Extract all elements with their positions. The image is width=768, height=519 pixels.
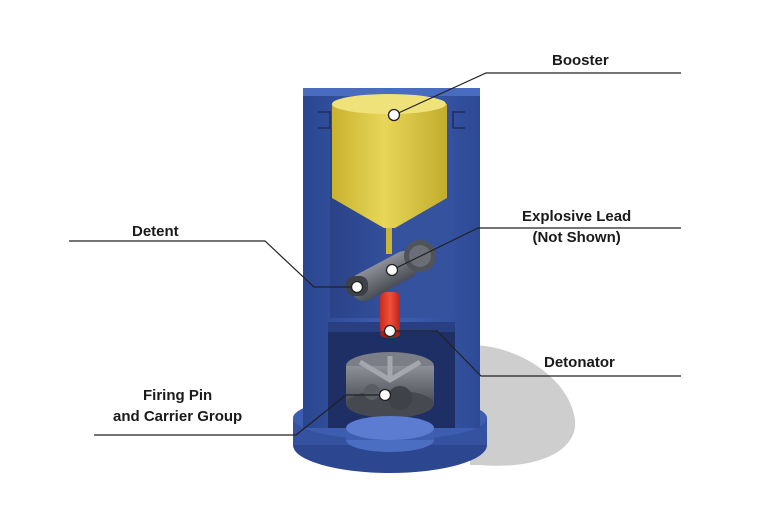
detent-rotor bbox=[346, 240, 436, 302]
detonator-label-text: Detonator bbox=[544, 354, 615, 371]
firing-pin-label: Firing Pin and Carrier Group bbox=[113, 385, 242, 427]
firing-pin-label-line2: and Carrier Group bbox=[113, 408, 243, 425]
ground-shadow bbox=[470, 345, 576, 466]
detent-label-text: Detent bbox=[132, 223, 179, 240]
leader-markers bbox=[350, 108, 401, 402]
firing-pin-carrier bbox=[346, 352, 434, 418]
detent-label: Detent bbox=[132, 221, 179, 242]
explosive-lead-label: Explosive Lead (Not Shown) bbox=[522, 206, 631, 248]
booster-label-text: Booster bbox=[552, 52, 609, 69]
booster-label: Booster bbox=[552, 50, 609, 71]
firing-pin-label-line1: Firing Pin bbox=[143, 387, 213, 404]
detent-leader-line bbox=[69, 240, 357, 288]
detonator-marker bbox=[383, 324, 397, 338]
booster-cone bbox=[332, 198, 447, 228]
firing-pin-leader-line bbox=[94, 394, 385, 436]
explosive-lead-leader-line bbox=[391, 227, 681, 271]
leader-lines bbox=[69, 72, 681, 436]
explosive-lead-label-line2: (Not Shown) bbox=[532, 229, 621, 246]
detent-marker bbox=[350, 280, 364, 294]
explosive-lead-marker bbox=[385, 263, 399, 277]
booster-cylinder bbox=[332, 104, 447, 198]
detonator-leader-line bbox=[390, 330, 681, 377]
booster-marker bbox=[387, 108, 401, 122]
detonator-label: Detonator bbox=[544, 352, 615, 373]
explosive-lead-label-line1: Explosive Lead bbox=[522, 208, 632, 225]
firing-pin-marker bbox=[378, 388, 392, 402]
booster-leader-line bbox=[393, 72, 681, 116]
